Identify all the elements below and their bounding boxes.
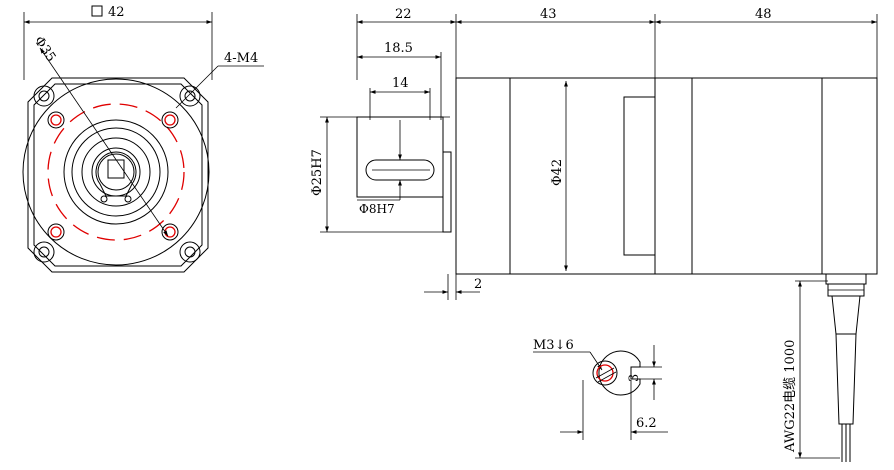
circlip-eye [124,195,132,203]
pilot-diameter-label: Φ25H7 [310,149,325,196]
key-slot-label: 14 [392,76,409,91]
gland-sleeve [831,295,861,335]
shaft-length-label: 22 [395,7,412,22]
bolt-circle-dimension-line [39,47,169,237]
shaft-diameter-label: Φ8H7 [359,202,395,216]
flange-outline [27,77,209,273]
corner-boss [33,241,55,263]
shaft-detail: M3↓6 3 6.2 [533,338,668,440]
cable-gland [825,273,867,462]
circlip-icon [95,151,137,197]
flange-inner-outline [33,83,203,267]
thread-label: M3↓6 [533,338,574,353]
motor-body [654,77,878,275]
section-hatch [595,367,615,379]
pilot-circle [71,127,161,217]
bolt-circle-label: Φ35 [31,34,59,65]
flat-height-label: 3 [627,374,642,382]
body-diameter-label: Φ42 [550,159,565,186]
cable-braid [835,333,857,425]
pilot-boss [442,151,452,233]
pilot-outer-circle [63,119,169,225]
motor-length-label: 48 [755,7,772,22]
front-view: 42 [22,5,264,273]
corner-hole [184,90,196,102]
gearbox-step [623,96,656,256]
thread-circle [164,114,176,126]
gland-nut [825,273,867,285]
mount-holes-label: 4-M4 [224,51,258,66]
flange-thickness-label: 2 [474,277,482,292]
side-view: 22 43 48 18.5 14 Φ8H7 Φ25H7 Φ42 [310,7,878,462]
thread-circle [164,226,176,238]
flat-depth-label: 6.2 [636,416,657,431]
corner-hole [184,246,196,258]
bolt-circle [47,103,185,241]
thread-circle [50,226,62,238]
shaft-flat [107,159,125,179]
mount-holes-leader [175,65,219,109]
tapped-holes [47,111,179,241]
corner-boss [179,241,201,263]
shaft-outer-circle [91,147,141,197]
square-symbol-icon [91,5,103,17]
circlip-eye [100,195,108,203]
corner-hole [38,90,50,102]
gearbox-outer-circle [22,78,210,266]
thread-bore [592,360,618,386]
thread-circle [50,114,62,126]
corner-boss [179,85,201,107]
key-length-label: 18.5 [384,41,413,56]
thread-circle [596,364,614,382]
cable-label: AWG22电缆 1000 [782,340,798,453]
square-dimension-label: 42 [108,5,125,20]
corner-hole [38,246,50,258]
section-hatch [597,371,617,383]
gearbox-length-label: 43 [540,7,557,22]
corner-boss [33,85,55,107]
